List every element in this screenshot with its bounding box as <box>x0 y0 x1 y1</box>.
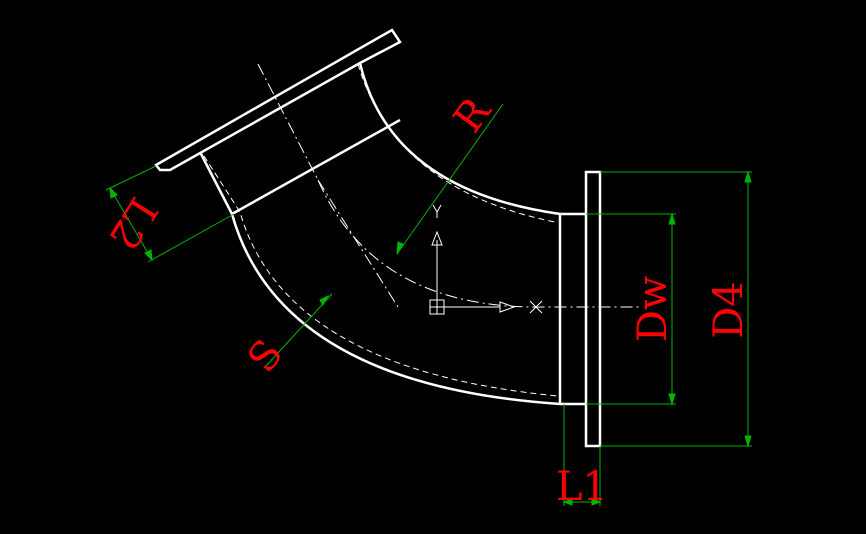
l1-arrow-right <box>591 498 602 506</box>
l2-arrow-bottom <box>144 249 153 262</box>
lower-wall <box>198 151 561 406</box>
ucs-x-letter <box>529 300 543 314</box>
label-l1: L1 <box>556 464 608 510</box>
r-dim-line <box>396 103 504 255</box>
l2-ext-top <box>105 165 157 191</box>
ucs-icon <box>429 204 543 315</box>
bend-centerline <box>257 63 640 308</box>
r-arrow <box>396 241 404 255</box>
radius-centerline <box>317 179 399 308</box>
elbow-outline <box>154 28 602 448</box>
l2-ext-bottom <box>147 213 235 263</box>
s-dim-line <box>265 293 333 367</box>
label-r: R <box>445 88 501 141</box>
centerlines <box>257 63 640 308</box>
d4-arrow-bottom <box>744 435 752 448</box>
l1-arrow-left <box>562 498 573 506</box>
s-arrow <box>319 294 330 306</box>
ucs-origin-cross <box>430 300 444 314</box>
dw-arrow-bottom <box>668 393 676 406</box>
dimension-lines <box>105 103 752 506</box>
d4-arrow-top <box>744 170 752 183</box>
label-s: S <box>239 331 292 381</box>
label-l2: L2 <box>99 189 166 257</box>
label-dw: Dw <box>630 276 676 342</box>
upper-wall <box>358 62 561 216</box>
l2-arrow-top <box>109 186 118 199</box>
weld-line <box>231 118 401 216</box>
l2-dim-line <box>109 187 153 261</box>
ucs-x-arrow <box>499 301 516 313</box>
ucs-y-arrow <box>431 230 443 246</box>
inner-wall-lower <box>203 155 559 397</box>
label-d4: D4 <box>706 281 752 339</box>
right-flange <box>584 170 602 448</box>
upper-flange <box>154 28 402 172</box>
dw-arrow-top <box>668 212 676 225</box>
ucs-y-letter <box>432 204 442 218</box>
inner-wall-upper <box>357 63 556 223</box>
dimension-labels: R L2 S Dw D4 L1 <box>99 88 752 510</box>
